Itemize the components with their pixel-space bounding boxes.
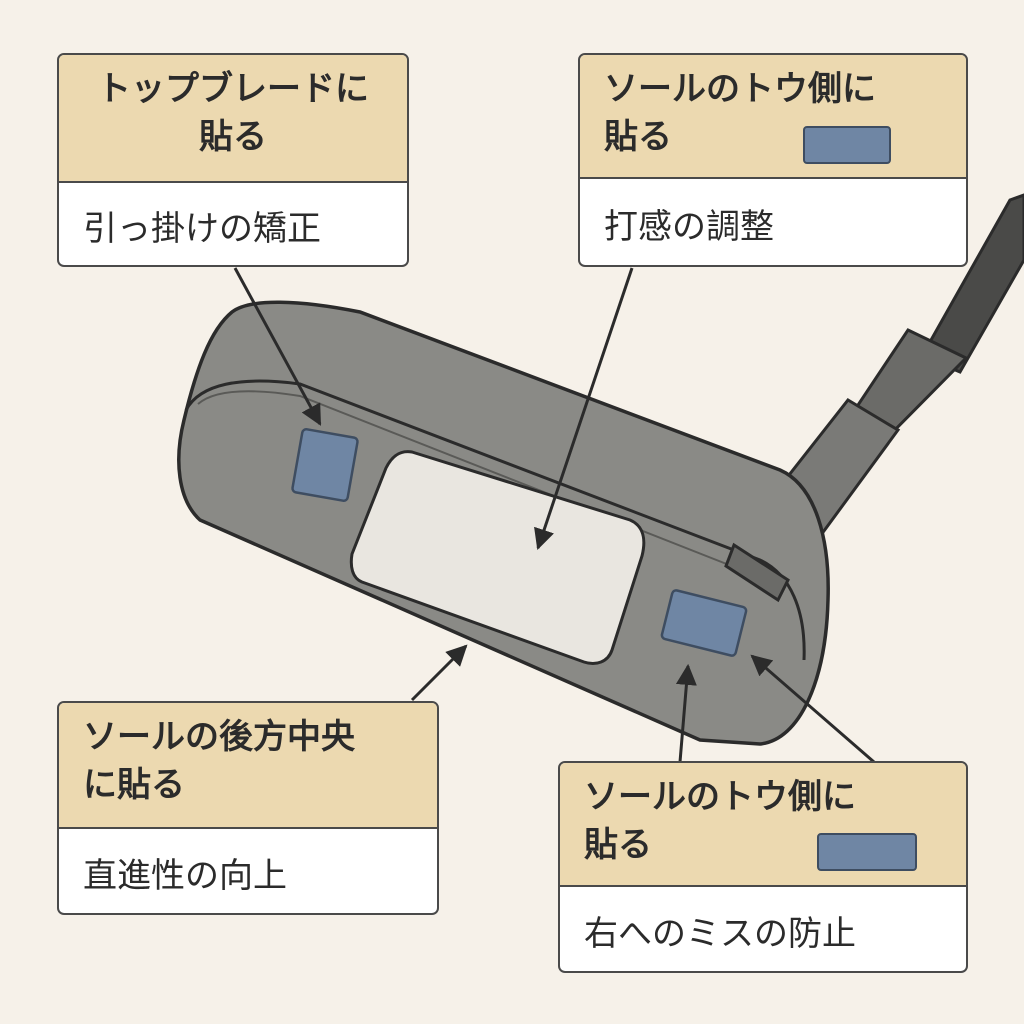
title-line-2: 貼る — [199, 117, 267, 157]
tape-swatch — [817, 833, 917, 871]
callout-sole-toe-lower-title: ソールのトウ側に 貼る — [560, 763, 966, 887]
callout-sole-back-center-title: ソールの後方中央 に貼る — [59, 703, 437, 829]
callout-sole-toe-upper-effect: 打感の調整 — [580, 179, 966, 265]
face-insert — [349, 450, 646, 665]
title-line-2: 貼る — [584, 825, 652, 865]
arrow-sole-toe-lower-a — [675, 663, 697, 763]
tape-swatch — [803, 126, 891, 164]
callout-top-blade-effect: 引っ掛けの矯正 — [59, 183, 407, 265]
tape-top-blade — [291, 428, 359, 502]
callout-top-blade-title: トップブレードに 貼る — [59, 55, 407, 183]
arrow-sole-back-center — [410, 644, 468, 702]
callout-sole-toe-upper: ソールのトウ側に 貼る 打感の調整 — [578, 53, 968, 267]
effect-text: 右へのミスの防止 — [584, 913, 856, 954]
title-line-1: ソールのトウ側に — [604, 69, 876, 109]
callout-sole-toe-lower: ソールのトウ側に 貼る 右へのミスの防止 — [558, 761, 968, 973]
effect-text: 直進性の向上 — [83, 855, 287, 896]
title-line-1: ソールの後方中央 — [83, 717, 355, 757]
effect-text: 打感の調整 — [604, 206, 774, 247]
tape-sole-toe — [660, 589, 748, 657]
title-line-1: ソールのトウ側に — [584, 777, 856, 817]
callout-top-blade: トップブレードに 貼る 引っ掛けの矯正 — [57, 53, 409, 267]
arrow-sole-toe-upper — [534, 267, 634, 550]
callout-sole-back-center-effect: 直進性の向上 — [59, 829, 437, 913]
title-line-2: に貼る — [83, 765, 185, 805]
arrow-top-blade — [233, 267, 322, 426]
callout-sole-back-center: ソールの後方中央 に貼る 直進性の向上 — [57, 701, 439, 915]
effect-text: 引っ掛けの矯正 — [83, 208, 321, 249]
title-line-1: トップブレードに — [97, 69, 369, 109]
title-line-2: 貼る — [604, 117, 672, 157]
arrow-sole-toe-lower-b — [750, 654, 875, 764]
callout-sole-toe-lower-effect: 右へのミスの防止 — [560, 887, 966, 971]
callout-sole-toe-upper-title: ソールのトウ側に 貼る — [580, 55, 966, 179]
